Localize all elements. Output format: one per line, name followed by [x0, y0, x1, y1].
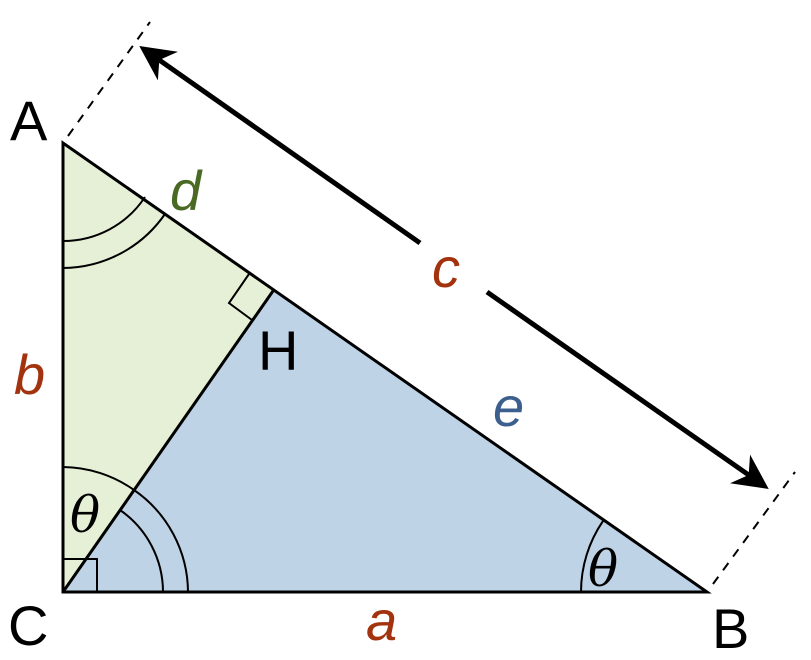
- theta-label-B: θ: [588, 540, 618, 598]
- side-label-c: c: [432, 236, 460, 299]
- vertex-label-B: B: [712, 597, 749, 660]
- side-label-b: b: [14, 343, 45, 406]
- vertex-label-A: A: [10, 89, 48, 152]
- angle-arc-C-inner: [119, 509, 164, 593]
- triangle-CBH: [63, 291, 707, 592]
- angle-arc-A-inner: [62, 196, 146, 243]
- side-label-a: a: [366, 589, 397, 652]
- altitude-CH: [61, 290, 275, 593]
- triangle-ABC-outline: [61, 140, 712, 594]
- dashed-extension-B: [712, 471, 796, 585]
- right-angle-mark-H: [227, 273, 253, 321]
- vertex-label-H: H: [258, 319, 298, 382]
- side-label-e: e: [493, 375, 524, 438]
- dimension-arrow-c-lower: [485, 289, 769, 490]
- angle-arc-C-theta: [62, 466, 135, 491]
- angle-arc-B: [580, 520, 604, 593]
- theta-label-C: θ: [70, 486, 100, 544]
- angle-arc-C-outer: [133, 489, 189, 593]
- side-label-d: d: [170, 159, 203, 222]
- right-angle-mark-C: [63, 558, 98, 592]
- angle-arc-A-outer: [62, 213, 166, 269]
- dashed-extension-A: [67, 21, 151, 137]
- vertex-label-C: C: [8, 594, 48, 657]
- dimension-arrow-c-upper: [139, 45, 422, 246]
